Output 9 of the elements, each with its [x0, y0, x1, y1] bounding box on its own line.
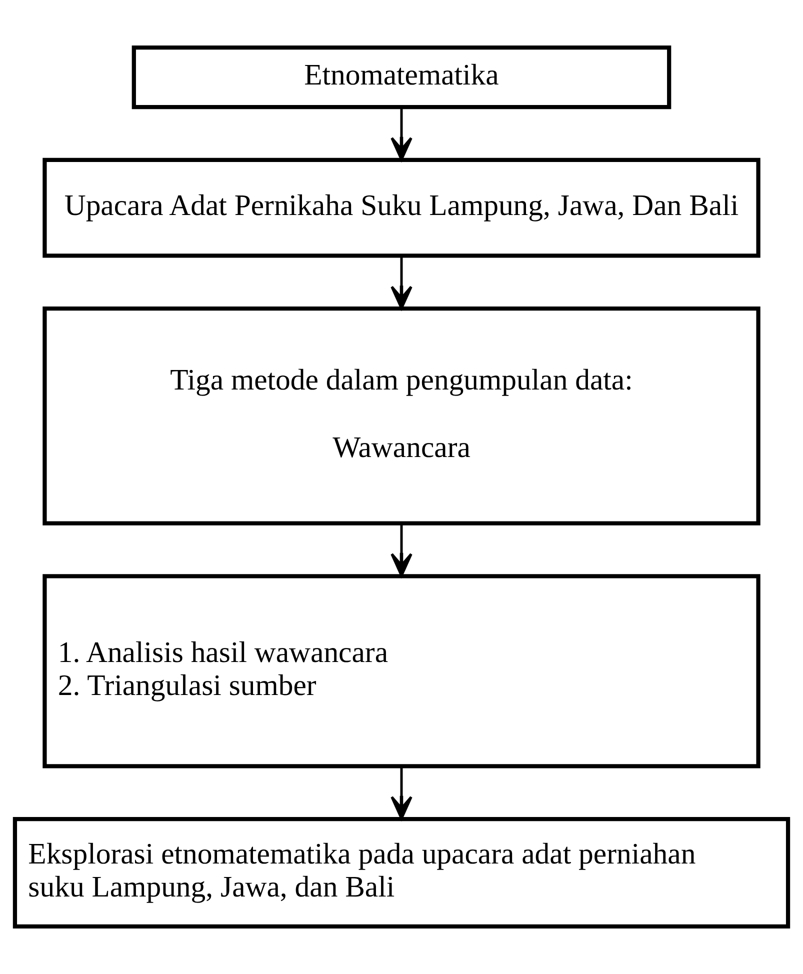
- arrow: [390, 256, 412, 310]
- arrow: [390, 766, 412, 820]
- arrow: [390, 524, 412, 577]
- node-box: Upacara Adat Pernikaha Suku Lampung, Jawa, Dan Bali: [42, 158, 760, 258]
- node-box: Tiga metode dalam pengumpulan data: Wawancara: [42, 306, 760, 526]
- node-box: Eksplorasi etnomatematika pada upacara adat perniahan suku Lampung, Jawa, dan Bali: [12, 816, 790, 928]
- node-box: Etnomatematika: [132, 46, 672, 110]
- node-box: 1. Analisis hasil wawancara 2. Triangulasi sumber: [42, 574, 760, 768]
- arrow: [390, 107, 412, 161]
